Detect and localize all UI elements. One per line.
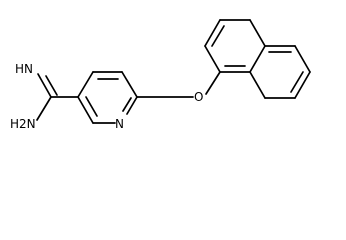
pyridine-inner-bond-2 [85,96,98,117]
pyridine-bond-c2-c3 [77,96,94,124]
ether-oxygen-label: O [194,90,203,104]
amidine-c-n-double-bond-outer [37,73,52,98]
amidine-c-n-double-bond-inner [45,75,58,96]
molecule-drawing: HN H2N N O [10,19,311,131]
naphthalene-right-bond-3 [294,71,311,99]
naphthalene-left-bond-2 [204,19,221,47]
ring-nitrogen-label: N [115,117,124,131]
naphthalene-left-bond-5 [249,45,266,73]
imine-label: HN [15,62,33,76]
structure-canvas: HN H2N N O [10,19,311,131]
amidine-c-nh2-bond [36,96,52,121]
naphthalene-left-bond-1 [204,45,221,73]
naphthalene-left-inner-1 [211,25,225,47]
naphthalene-right-bond-2 [294,45,311,73]
pyridine-bond-c6-n1 [126,96,138,115]
naphthalene-right-bond-5 [249,71,266,99]
pyridine-bond-c3-c4 [77,71,94,98]
naphthalene-left-bond-4 [249,19,266,47]
pyridine-inner-bond-3 [122,97,132,112]
pyridine-bond-c5-c6 [121,71,138,98]
naphthalene-right-inner-2 [290,71,304,93]
amine-label: H2N [10,117,36,131]
ether-bond-naphthyl [205,71,221,95]
